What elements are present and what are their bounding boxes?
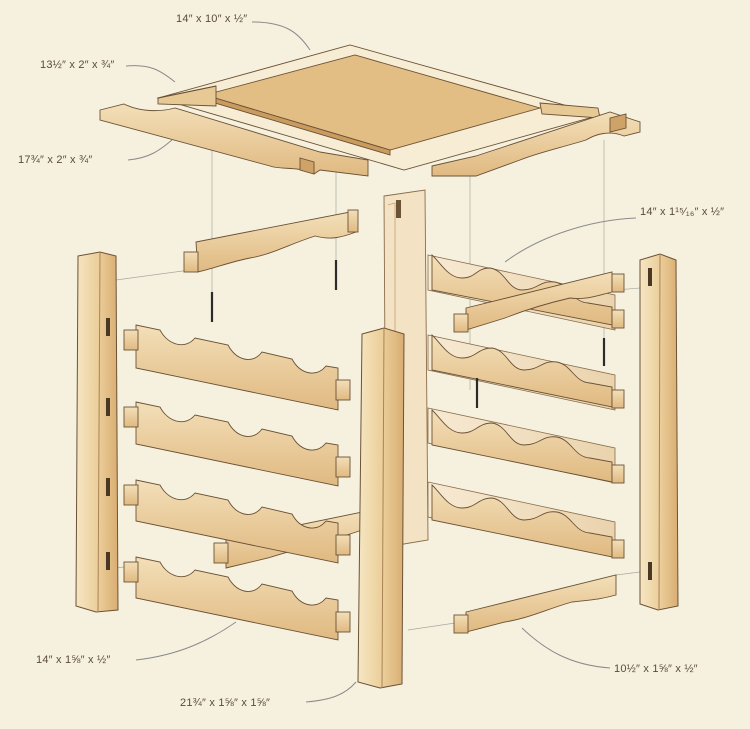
top-assembly	[99, 44, 641, 177]
label-leg: 21¾″ x 1⅝″ x 1⅝″	[180, 697, 271, 709]
label-upper-side-rail: 14″ x 1¹⁵⁄₁₆″ x ½″	[640, 206, 725, 218]
right-lower-rail	[453, 574, 617, 634]
left-leg	[75, 251, 119, 613]
right-upper-rail	[453, 271, 625, 333]
label-top-panel: 14″ x 10″ x ½″	[176, 13, 248, 25]
label-rack-slat: 14″ x 1⅝″ x ½″	[36, 654, 111, 666]
screws	[210, 260, 606, 408]
right-leg	[639, 253, 679, 611]
left-rack-slats	[123, 324, 351, 641]
label-lower-side-rail: 10½″ x 1⅝″ x ½″	[614, 663, 698, 675]
label-long-rail: 17¾″ x 2″ x ¾″	[18, 154, 93, 166]
label-short-rail: 13½″ x 2″ x ¾″	[40, 59, 115, 71]
front-leg	[357, 327, 405, 689]
leader-lines	[125, 21, 637, 703]
left-upper-rail	[183, 209, 359, 273]
